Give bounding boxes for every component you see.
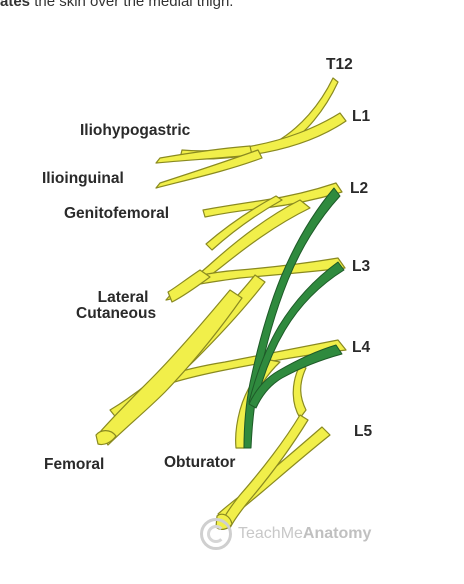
label-l5: L5	[354, 423, 373, 440]
nerve-genitofemoral	[205, 195, 283, 251]
label-ilioinguinal: Ilioinguinal	[42, 170, 124, 187]
label-femoral: Femoral	[44, 456, 105, 473]
label-l2: L2	[350, 180, 369, 197]
teachmeanatomy-watermark: TeachMeAnatomy	[200, 518, 371, 550]
nerve-femoral-end	[95, 430, 117, 446]
nerve-obturator-l2	[243, 187, 341, 449]
caption-bold: ates	[0, 0, 31, 10]
label-lateral: Lateral	[97, 289, 149, 306]
label-l4: L4	[352, 339, 371, 356]
label-iliohypogastric: Iliohypogastric	[80, 122, 191, 139]
label-l3: L3	[352, 258, 371, 275]
label-cutaneous: Cutaneous	[76, 305, 157, 322]
teachmeanatomy-logo-icon	[200, 518, 232, 550]
nerve-ilioinguinal	[155, 149, 263, 189]
label-t12: T12	[326, 56, 353, 73]
nerve-lumbosacral-trunk	[221, 414, 309, 529]
label-l1: L1	[352, 108, 371, 125]
watermark-brand-strong: Anatomy	[302, 525, 372, 542]
label-lateral-cutaneous: Lateral Cutaneous	[76, 289, 156, 322]
nerve-l4-branch-b	[292, 364, 307, 419]
nerve-iliohypogastric	[155, 145, 253, 164]
watermark-brand-light: TeachMe	[238, 525, 303, 542]
caption-text: ates the skin over the medial thigh.	[0, 0, 464, 11]
nerve-femoral	[99, 289, 243, 446]
nerve-lateral-cutaneous	[167, 269, 211, 303]
nerve-obturator-l4	[248, 344, 343, 409]
caption-rest: the skin over the medial thigh.	[30, 0, 234, 10]
label-genitofemoral: Genitofemoral	[64, 205, 170, 222]
label-obturator: Obturator	[164, 454, 236, 471]
